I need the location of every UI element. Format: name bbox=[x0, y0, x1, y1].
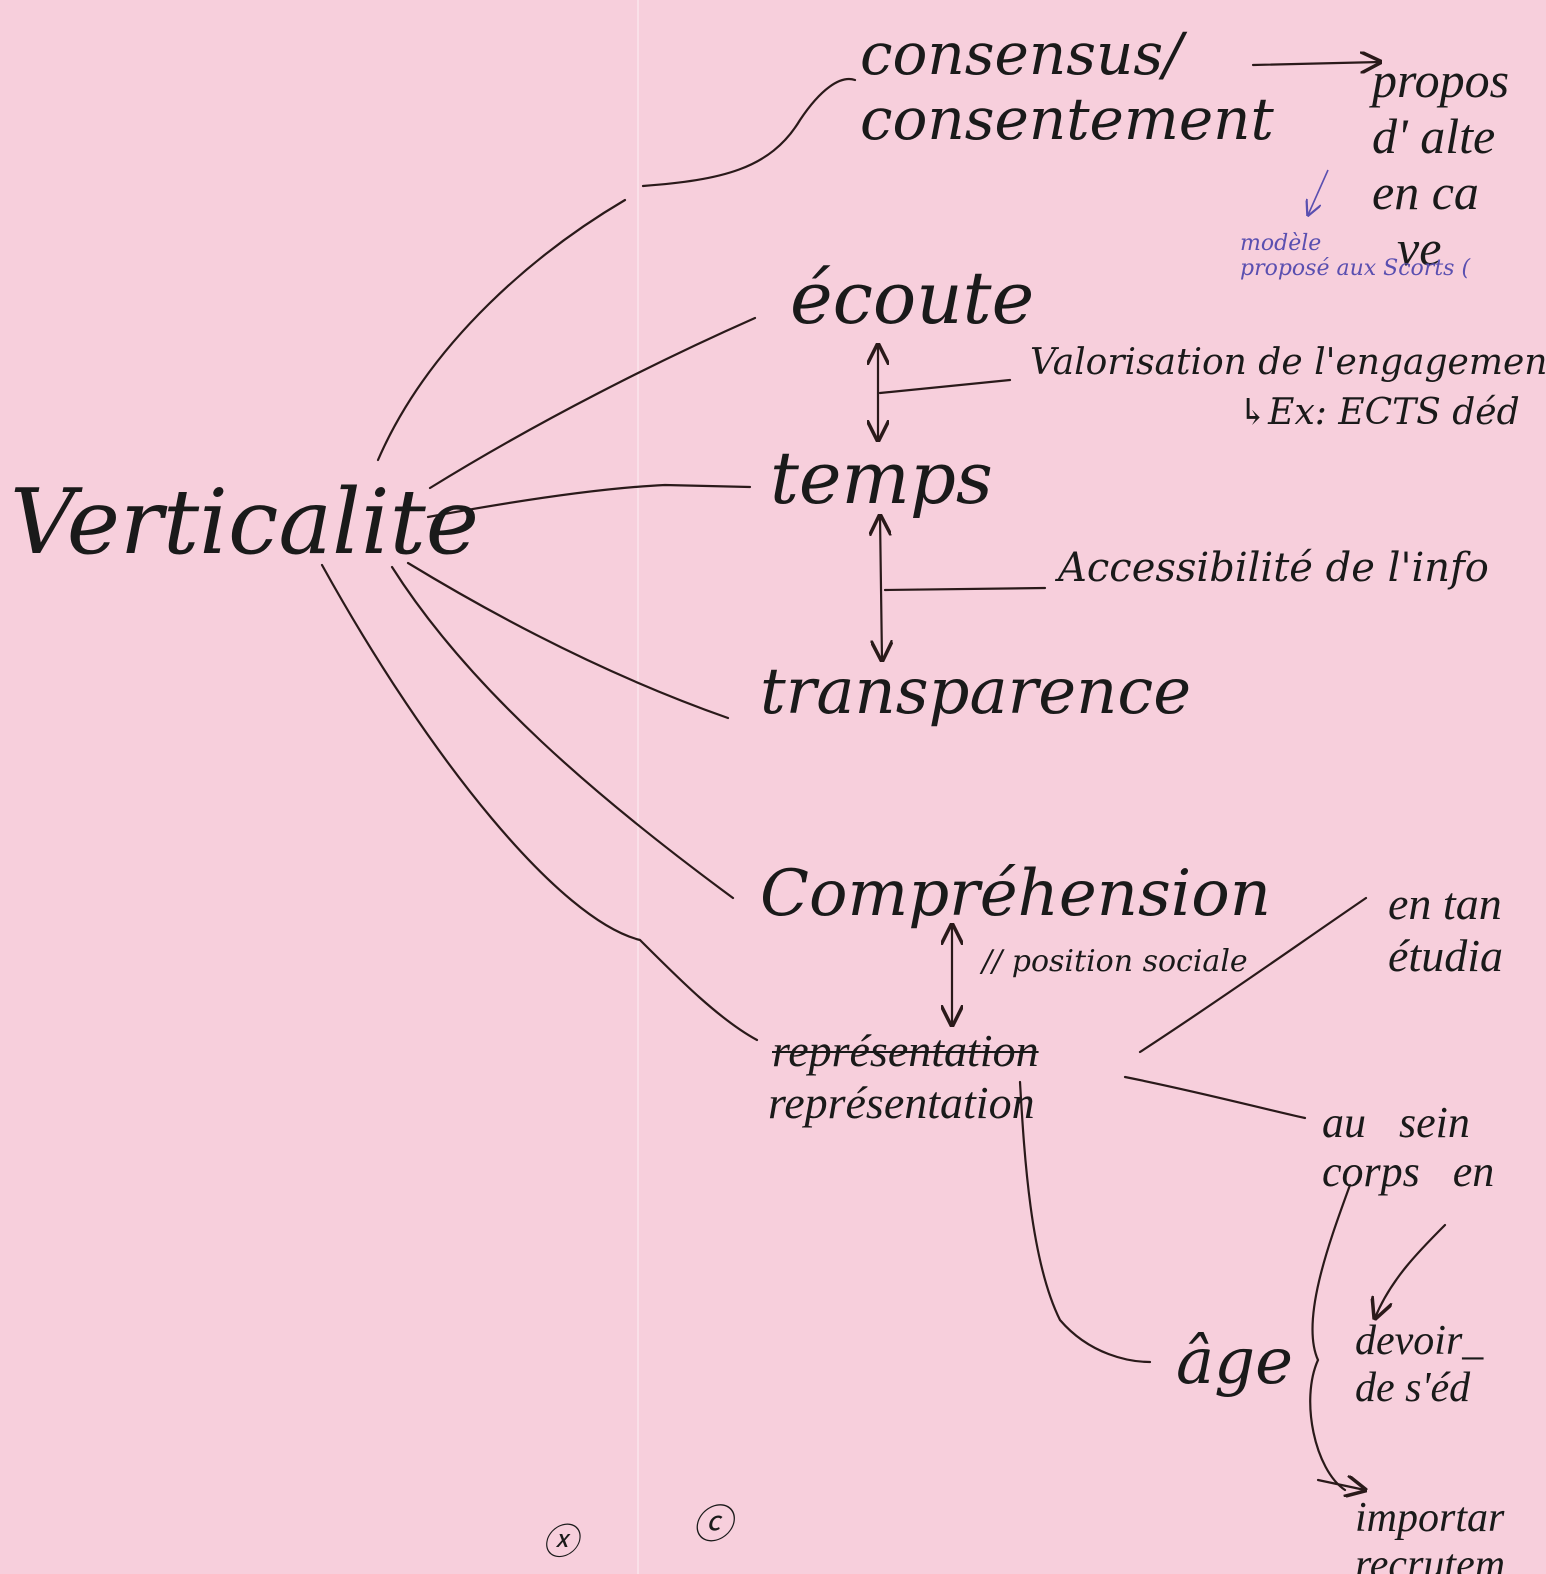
note-importance: importar recrutem bbox=[1355, 1495, 1506, 1574]
node-representation: représentation bbox=[768, 1077, 1035, 1128]
arrow-devoir bbox=[1375, 1223, 1447, 1318]
link-consensus bbox=[376, 198, 627, 462]
page-fold bbox=[637, 0, 639, 1574]
central-node-verticalite: Verticalite bbox=[10, 470, 480, 575]
link-consensus-upper bbox=[641, 77, 857, 188]
note-valorisation: Valorisation de l'engagement (d bbox=[1030, 342, 1546, 383]
link-au-sein bbox=[1123, 1075, 1307, 1120]
link-transparence bbox=[406, 561, 730, 720]
page-mark-left: ⓧ bbox=[542, 1522, 579, 1563]
node-consensus: consensus/ consentement bbox=[860, 20, 1274, 153]
page-mark-right: ⓒ bbox=[692, 1502, 732, 1548]
link-age bbox=[1018, 1080, 1152, 1364]
node-comprehension: Compréhension bbox=[760, 857, 1271, 931]
link-accessibilite bbox=[883, 586, 1047, 592]
arrow-modele bbox=[1308, 169, 1329, 215]
node-transparence: transparence bbox=[760, 655, 1192, 729]
link-valorisation bbox=[878, 378, 1012, 395]
note-modele: modèle proposé aux Scorts ( bbox=[1240, 231, 1471, 281]
note-proposition: propos d' alte en ca ve bbox=[1372, 52, 1510, 276]
link-representation bbox=[320, 563, 759, 1042]
node-temps: temps bbox=[770, 436, 993, 520]
link-en-tant bbox=[1138, 896, 1368, 1054]
arrow-temps-transparence bbox=[880, 516, 882, 660]
note-accessibilite: Accessibilité de l'info bbox=[1058, 545, 1489, 591]
note-en-tant: en tan étudia bbox=[1388, 878, 1503, 981]
brace-age bbox=[1309, 1183, 1352, 1492]
note-position-sociale: // position sociale bbox=[982, 944, 1248, 979]
note-ects: ↳Ex: ECTS déd bbox=[1238, 392, 1520, 433]
arrow-importance bbox=[1316, 1480, 1365, 1490]
note-devoir: devoir_ de s'éd bbox=[1355, 1318, 1484, 1412]
link-ecoute bbox=[428, 316, 757, 490]
node-age: âge bbox=[1176, 1325, 1293, 1399]
node-crossed-out-word: représentation bbox=[772, 1025, 1039, 1076]
note-au-sein: au sein corps en bbox=[1322, 1098, 1495, 1197]
link-temps bbox=[426, 483, 752, 519]
arrow-consensus-propos bbox=[1251, 62, 1380, 65]
node-ecoute: écoute bbox=[790, 256, 1035, 340]
link-comprehension bbox=[390, 565, 735, 900]
